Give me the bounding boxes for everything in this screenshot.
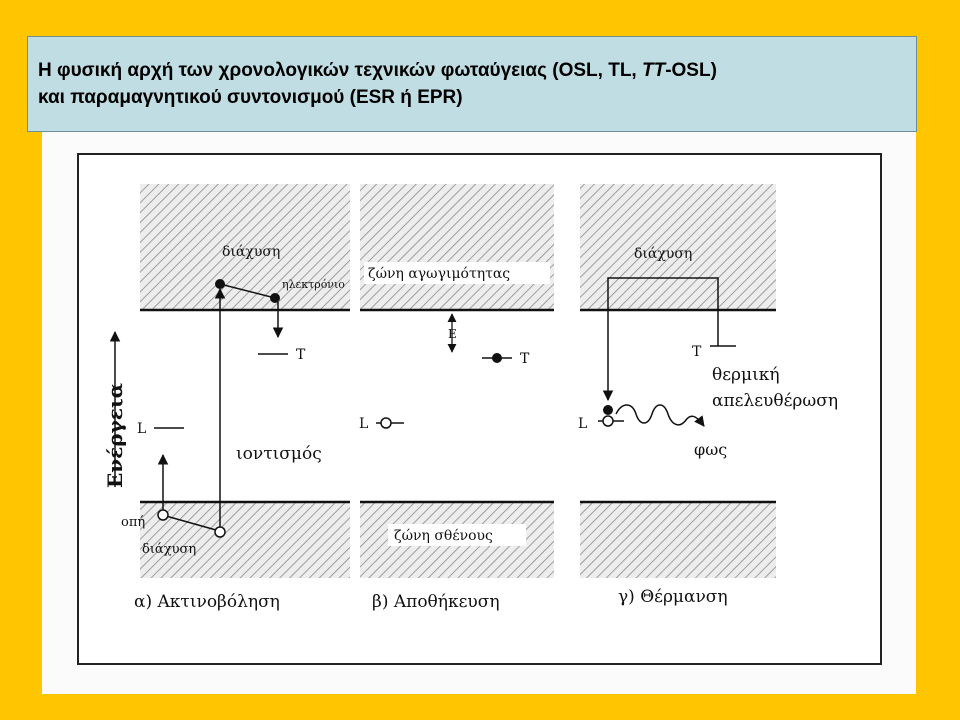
thermal-label-1: θερμική — [712, 365, 780, 385]
luminescence-center-hole-c — [602, 415, 614, 427]
title-line-1: Η φυσική αρχή των χρονολογικών τεχνικών … — [38, 57, 916, 84]
trapped-electron-b — [492, 353, 502, 363]
band-diagram: Ενέργεια διάχυση ηλεκτρόνιο T L ιοντισμό… — [77, 153, 882, 665]
trap-label-b: T — [520, 351, 530, 367]
conduction-band-c — [580, 184, 776, 310]
luminescence-center-label-a: L — [137, 421, 146, 437]
trap-label-c: T — [692, 344, 702, 360]
valence-band-c — [580, 502, 776, 578]
title-line-1-italic: TT — [641, 60, 666, 81]
diffusion-label-c: διάχυση — [634, 246, 692, 262]
electron-diffusion-line — [219, 283, 276, 299]
hole-diffusion-line — [165, 515, 217, 531]
conduction-band-label: ζώνη αγωγιμότητας — [368, 266, 510, 282]
electron-label: ηλεκτρόνιο — [282, 278, 345, 291]
luminescence-center-hole-b — [380, 417, 392, 429]
panel-a-irradiation: διάχυση ηλεκτρόνιο T L ιοντισμός οπή διά… — [121, 184, 350, 612]
valence-band-label: ζώνη σθένους — [394, 527, 493, 544]
title-line-1-a: Η φυσική αρχή των χρονολογικών τεχνικών … — [38, 60, 642, 81]
panel-b-storage: ζώνη αγωγιμότητας ζώνη σθένους E T L β) … — [359, 184, 554, 612]
diagram-panel: Ενέργεια διάχυση ηλεκτρόνιο T L ιοντισμό… — [42, 132, 916, 694]
thermal-label-2: απελευθέρωση — [712, 391, 838, 411]
caption-b: β) Αποθήκευση — [372, 592, 500, 612]
hole-label: οπή — [121, 515, 145, 530]
trap-depth-label: E — [448, 327, 457, 341]
ionization-label: ιοντισμός — [236, 444, 322, 464]
light-emission-wave — [615, 404, 705, 427]
conduction-band-a — [140, 184, 350, 310]
luminescence-center-label-b: L — [359, 416, 368, 432]
valence-band-label-bg — [388, 524, 526, 546]
conduction-band-label-bg — [364, 262, 550, 284]
light-label: φως — [694, 440, 727, 459]
conduction-band-b — [360, 184, 554, 310]
title-line-1-b: -OSL) — [665, 60, 717, 81]
hole-circle-2 — [214, 526, 226, 538]
electron-dot-1 — [215, 279, 225, 289]
hole-circle-1 — [157, 509, 169, 521]
caption-a: α) Ακτινοβόληση — [134, 592, 280, 612]
panel-c-heating: διάχυση T θερμική απελευθέρωση L φως γ) … — [578, 184, 838, 607]
recombining-electron-c — [603, 405, 613, 415]
diffusion-bottom-label-a: διάχυση — [142, 542, 196, 557]
title-line-2: και παραμαγνητικού συντονισμού (ESR ή EP… — [38, 87, 463, 108]
caption-c: γ) Θέρμανση — [618, 587, 728, 607]
luminescence-center-label-c: L — [578, 416, 587, 432]
trap-label-a: T — [296, 347, 306, 363]
electron-dot-2 — [270, 293, 280, 303]
energy-axis-label: Ενέργεια — [103, 383, 127, 488]
title-box: Η φυσική αρχή των χρονολογικών τεχνικών … — [27, 36, 917, 132]
diffusion-top-label-a: διάχυση — [222, 244, 280, 260]
valence-band-a — [140, 502, 350, 578]
diffusion-path-c — [602, 277, 719, 402]
